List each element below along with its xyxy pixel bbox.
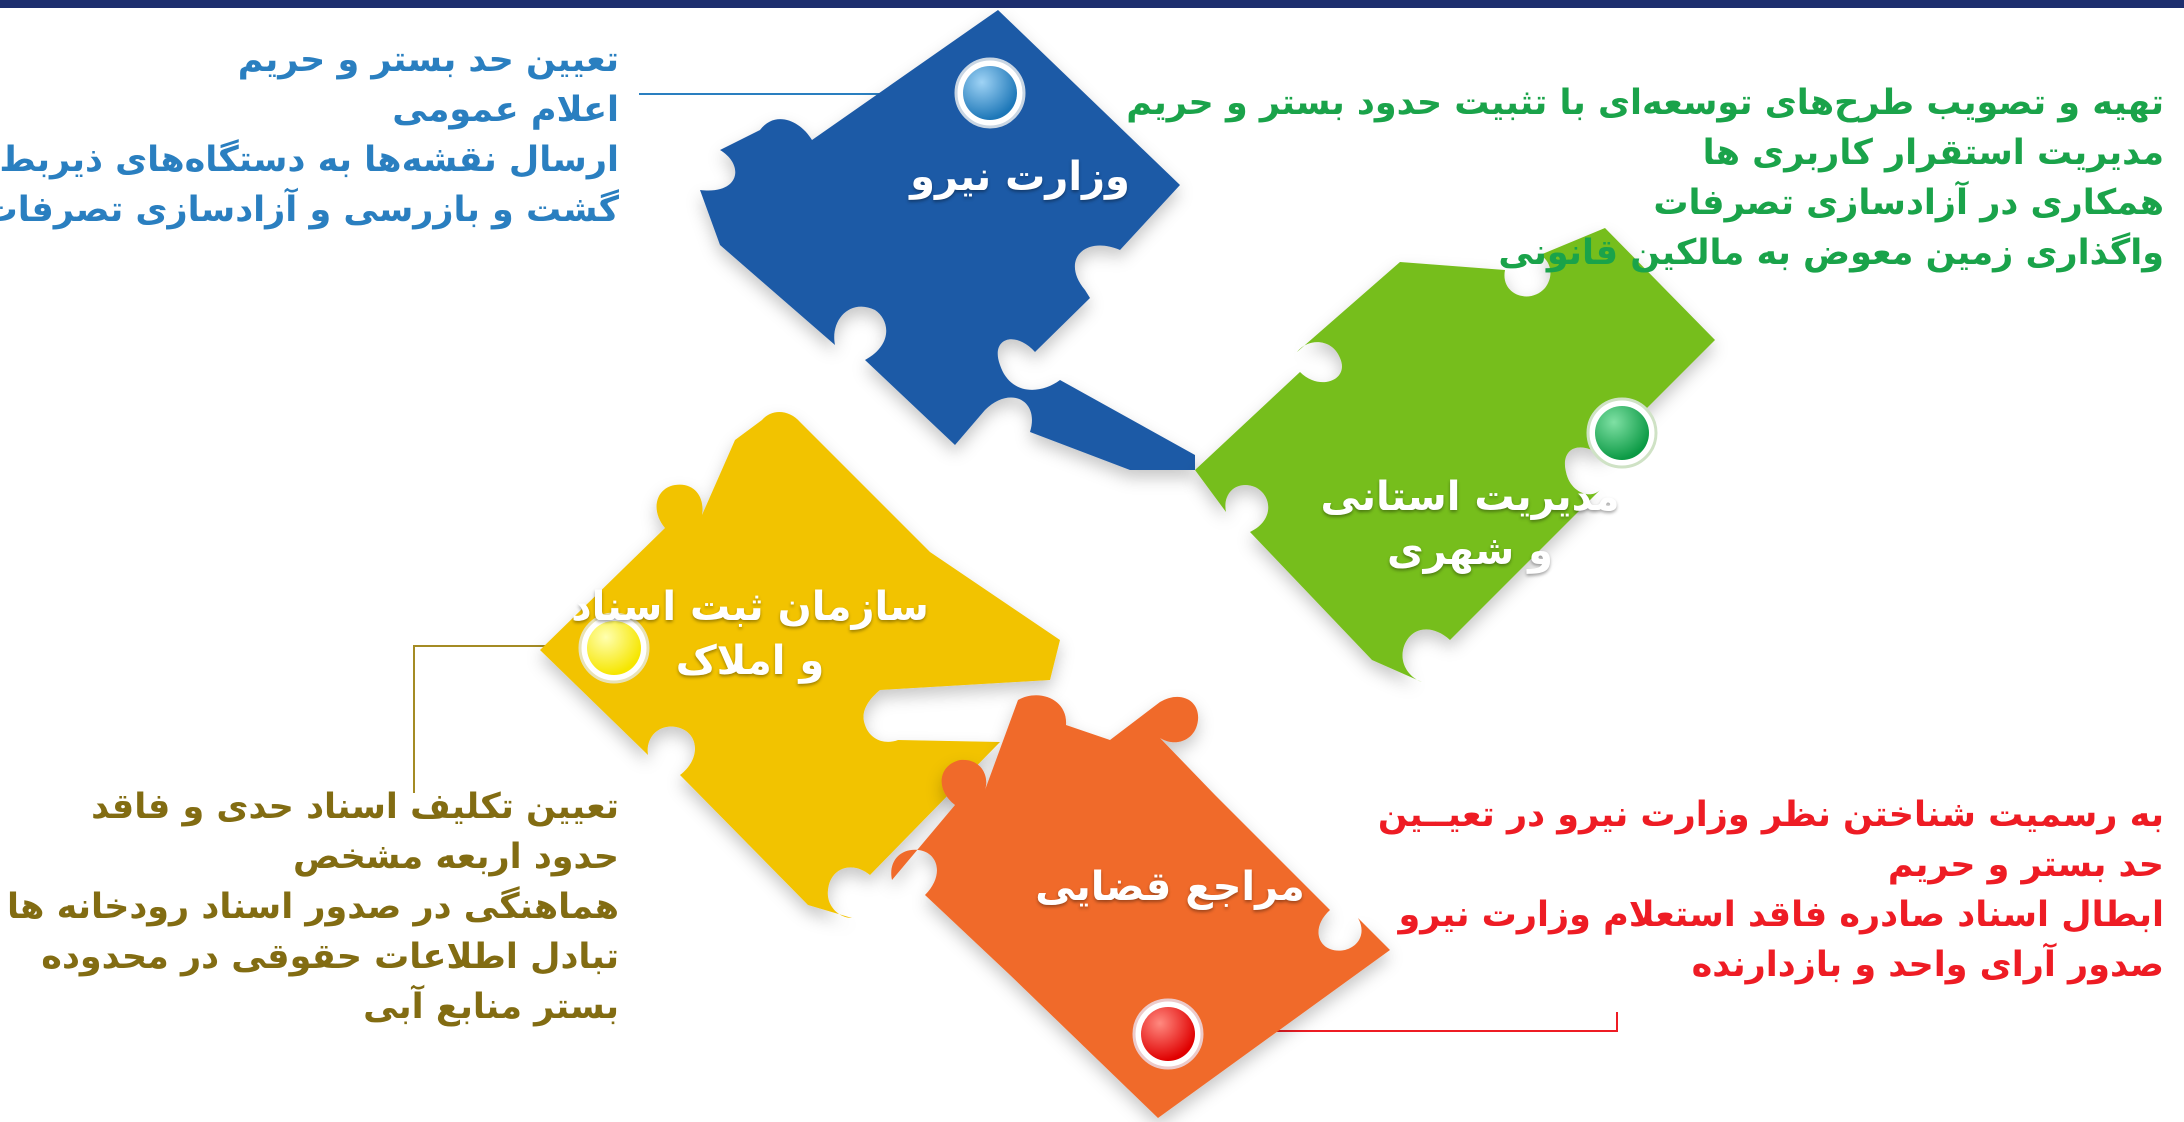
water-ministry-puzzle-piece bbox=[700, 10, 1195, 470]
judicial-authorities-duties: به رسمیت شناختن نظر وزارت نیرو در تعیــی… bbox=[1364, 790, 2164, 990]
duty-item: تبادل اطلاعات حقوقی در محدوده bbox=[41, 937, 619, 977]
connector-line-registry bbox=[413, 645, 585, 793]
land-registry-duties: تعیین تکلیف اسناد حدی و فاقد حدود اربعه … bbox=[0, 782, 619, 1032]
duty-item: صدور آرای واحد و بازدارنده bbox=[1691, 945, 2164, 985]
duty-item: حدود اربعه مشخص bbox=[292, 837, 619, 877]
water-ministry-duties: تعیین حد بستر و حریم اعلام عمومی ارسال ن… bbox=[0, 35, 619, 235]
duty-item: تعیین تکلیف اسناد حدی و فاقد bbox=[91, 787, 619, 827]
water-ministry-label: وزارت نیرو bbox=[910, 154, 1130, 200]
connector-line-judicial bbox=[1175, 1012, 1618, 1032]
duty-item: تهیه و تصویب طرح‌های توسعه‌ای با تثبیت ح… bbox=[1126, 83, 2164, 123]
judicial-circle-marker bbox=[1132, 998, 1204, 1070]
duty-item: ابطال اسناد صادره فاقد استعلام وزارت نیر… bbox=[1398, 895, 2164, 935]
duty-item: مدیریت استقرار کاربری ها bbox=[1702, 133, 2164, 173]
duty-item: ارسال نقشه‌ها به دستگاه‌های ذیربط bbox=[0, 140, 619, 180]
water-circle-marker bbox=[954, 57, 1026, 129]
municipal-management-puzzle-piece bbox=[1195, 228, 1715, 682]
duty-item: واگذاری زمین معوض به مالکین قانونی bbox=[1498, 233, 2164, 273]
municipal-management-duties: تهیه و تصویب طرح‌های توسعه‌ای با تثبیت ح… bbox=[1124, 78, 2164, 278]
duty-item: حد بستر و حریم bbox=[1887, 845, 2164, 885]
duty-item: هماهنگی در صدور اسناد رودخانه ها bbox=[7, 887, 619, 927]
land-registry-label: سازمان ثبت اسناد و املاک bbox=[571, 584, 929, 684]
duty-item: همکاری در آزادسازی تصرفات bbox=[1653, 183, 2164, 223]
duty-item: بستر منابع آبی bbox=[363, 987, 619, 1027]
duty-item: اعلام عمومی bbox=[392, 90, 619, 130]
judicial-authorities-label: مراجع قضایی bbox=[1035, 864, 1305, 910]
registry-circle-marker bbox=[578, 612, 650, 684]
duty-item: گشت و بازرسی و آزادسازی تصرفات bbox=[0, 190, 619, 230]
land-registry-puzzle-piece bbox=[540, 411, 1060, 918]
judicial-authorities-puzzle-piece bbox=[891, 695, 1390, 1118]
top-bar bbox=[0, 0, 2184, 8]
duty-item: تعیین حد بستر و حریم bbox=[237, 40, 619, 80]
municipal-circle-marker bbox=[1586, 397, 1658, 469]
duty-item: به رسمیت شناختن نظر وزارت نیرو در تعیــی… bbox=[1377, 795, 2164, 835]
municipal-management-label: مدیریت استانی و شهری bbox=[1320, 474, 1620, 574]
